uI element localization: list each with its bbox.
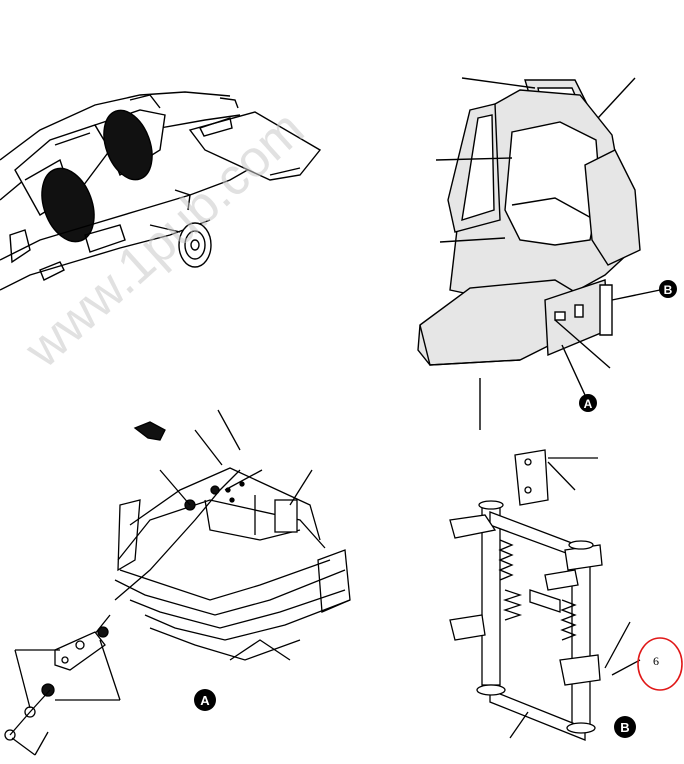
- detail-b-title-badge: [614, 716, 636, 738]
- item-number-label: 6: [653, 654, 659, 668]
- detail-b-marker: B: [664, 283, 673, 297]
- detail-b-title: B: [620, 720, 629, 735]
- detail-a-marker: A: [584, 397, 593, 411]
- detail-b-frame-view: [449, 449, 641, 741]
- detail-a-marker-badge: [579, 394, 597, 412]
- helicopter-cockpit-view: [0, 91, 322, 291]
- detail-b-marker-badge: [659, 280, 677, 298]
- detail-a-bucket-view: [4, 409, 351, 756]
- crew-seat-view: [417, 77, 661, 430]
- detail-a-title: A: [200, 693, 210, 708]
- detail-a-title-badge: [194, 689, 216, 711]
- item-highlight-circle: [637, 637, 683, 691]
